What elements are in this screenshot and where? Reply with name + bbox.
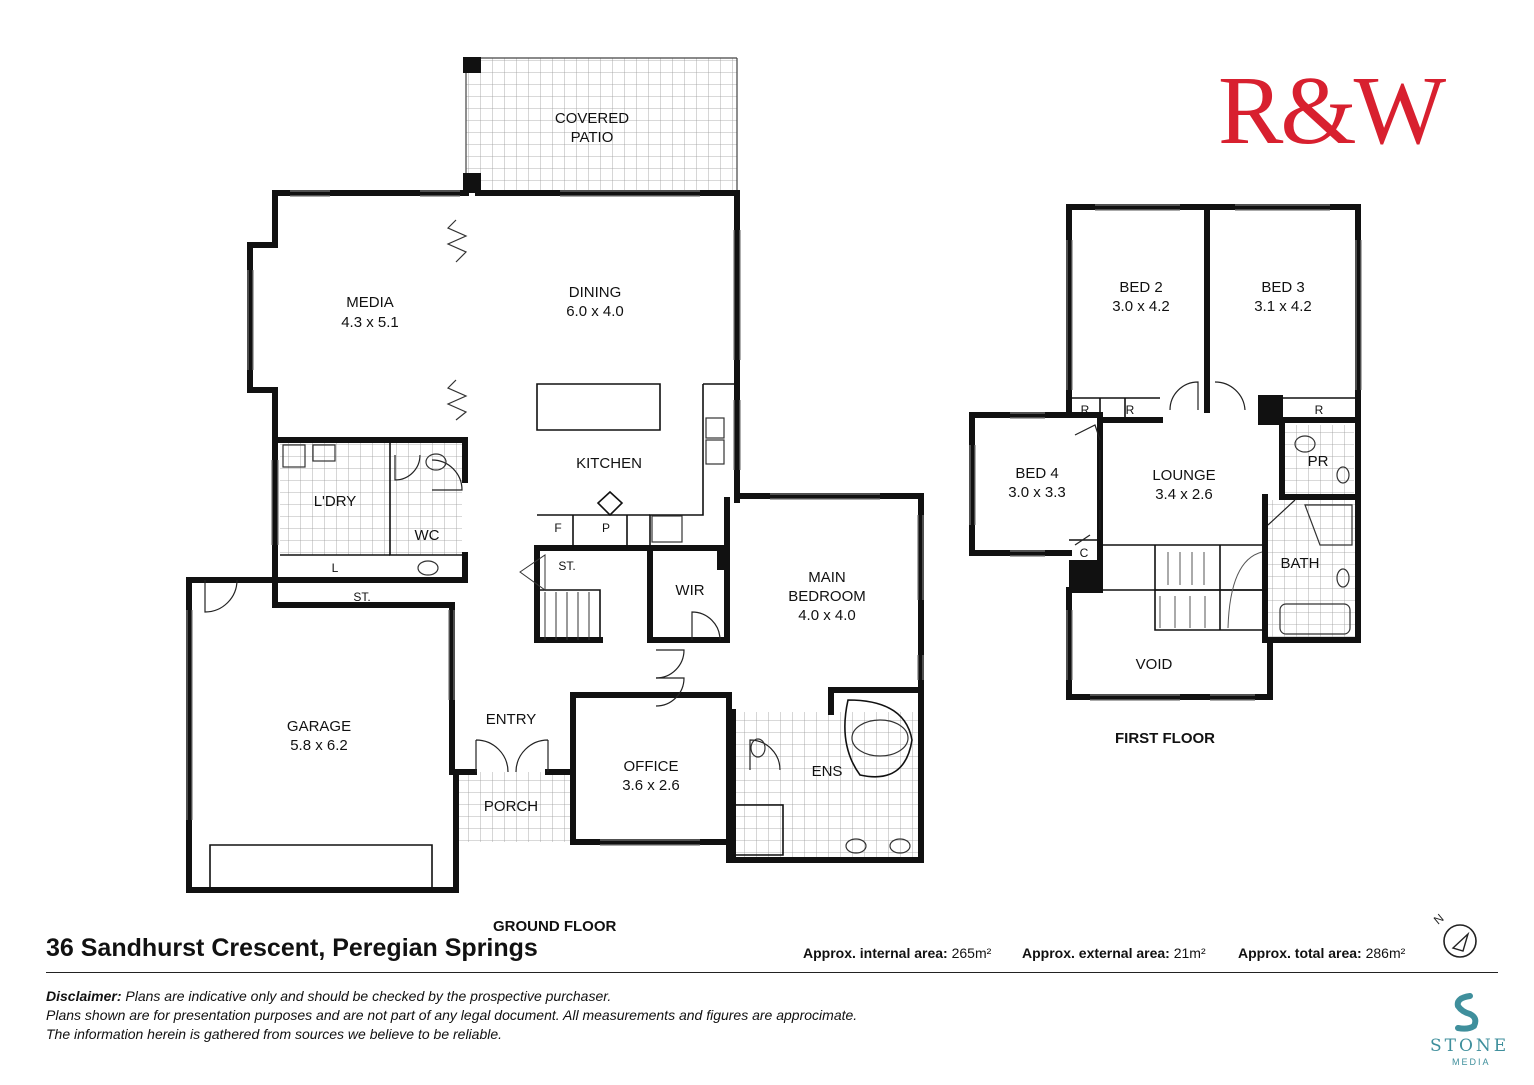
porch-label: PORCH [484,798,538,815]
store-label: ST. [558,559,575,573]
office-label: OFFICE [624,758,679,775]
cupboard-label: C [1080,546,1089,560]
ground-floor-title: GROUND FLOOR [493,918,617,935]
main-bedroom-label: MAIN [808,569,846,586]
disclaimer-line: Plans shown are for presentation purpose… [46,1007,858,1023]
first-floor-plan: BED 2 3.0 x 4.2 BED 3 3.1 x 4.2 BED 4 3.… [969,204,1362,701]
stone-media-logo-mark [1454,993,1479,1032]
first-floor-title: FIRST FLOOR [1115,730,1215,747]
media-size: 4.3 x 5.1 [341,314,399,331]
store-label: ST. [353,590,370,604]
external-area-label: Approx. external area: [1022,945,1170,961]
main-bedroom-label: BEDROOM [788,588,866,605]
bed2-label: BED 2 [1119,279,1162,296]
covered-patio-floor [466,58,737,193]
void-label: VOID [1136,656,1173,673]
bed3-label: BED 3 [1261,279,1304,296]
laundry-label: L'DRY [314,493,357,510]
garage-size: 5.8 x 6.2 [290,737,348,754]
bed2-size: 3.0 x 4.2 [1112,298,1170,315]
fridge-label: F [554,521,561,535]
dining-label: DINING [569,284,622,301]
ensuite-floor [733,712,921,860]
stone-media-sub: MEDIA [1452,1057,1491,1067]
disclaimer-line: The information herein is gathered from … [46,1026,503,1042]
external-area-value: 21m² [1173,945,1206,961]
bed3-size: 3.1 x 4.2 [1254,298,1312,315]
lounge-size: 3.4 x 2.6 [1155,486,1213,503]
powder-floor [1282,425,1354,497]
internal-area: Approx. internal area: 265m² [803,945,991,961]
total-area: Approx. total area: 286m² [1238,945,1405,961]
dining-size: 6.0 x 4.0 [566,303,624,320]
internal-area-label: Approx. internal area: [803,945,948,961]
ground-floor-plan: COVERED PATIO MEDIA 4.3 x 5.1 DINING 6.0… [186,57,924,893]
entry-label: ENTRY [486,711,537,728]
bed4-size: 3.0 x 3.3 [1008,484,1066,501]
bath-floor [1268,500,1358,640]
internal-area-value: 265m² [951,945,992,961]
divider [46,972,1498,973]
bed4-label: BED 4 [1015,465,1058,482]
wc-label: WC [415,527,440,544]
rw-logo: R&W [1218,57,1446,165]
covered-patio-label: PATIO [571,129,614,146]
robe-label: R [1315,403,1324,417]
compass-icon: N [1431,911,1477,958]
main-bedroom-size: 4.0 x 4.0 [798,607,856,624]
ensuite-label: ENS [812,763,843,780]
office-size: 3.6 x 2.6 [622,777,680,794]
bath-label: BATH [1281,555,1320,572]
covered-patio-label: COVERED [555,110,629,127]
total-area-label: Approx. total area: [1238,945,1362,961]
compass-north-label: N [1431,911,1447,927]
lounge-label: LOUNGE [1152,467,1215,484]
patio-post [463,173,481,193]
porch-floor [456,772,571,842]
linen-label: L [332,561,339,575]
external-area: Approx. external area: 21m² [1022,945,1206,961]
total-area-value: 286m² [1365,945,1406,961]
robe-label: R [1126,403,1135,417]
media-label: MEDIA [346,294,394,311]
stone-media-name: STONE [1430,1036,1510,1056]
patio-post [463,57,481,73]
disclaimer: Disclaimer: Plans are indicative only an… [46,987,857,1044]
wir-label: WIR [675,582,704,599]
property-address: 36 Sandhurst Crescent, Peregian Springs [46,934,538,962]
pantry-label: P [602,521,610,535]
powder-label: PR [1308,453,1329,470]
kitchen-label: KITCHEN [576,455,642,472]
disclaimer-line: Plans are indicative only and should be … [121,988,612,1004]
disclaimer-lead: Disclaimer: [46,988,122,1004]
garage-label: GARAGE [287,718,351,735]
robe-label: R [1081,403,1090,417]
